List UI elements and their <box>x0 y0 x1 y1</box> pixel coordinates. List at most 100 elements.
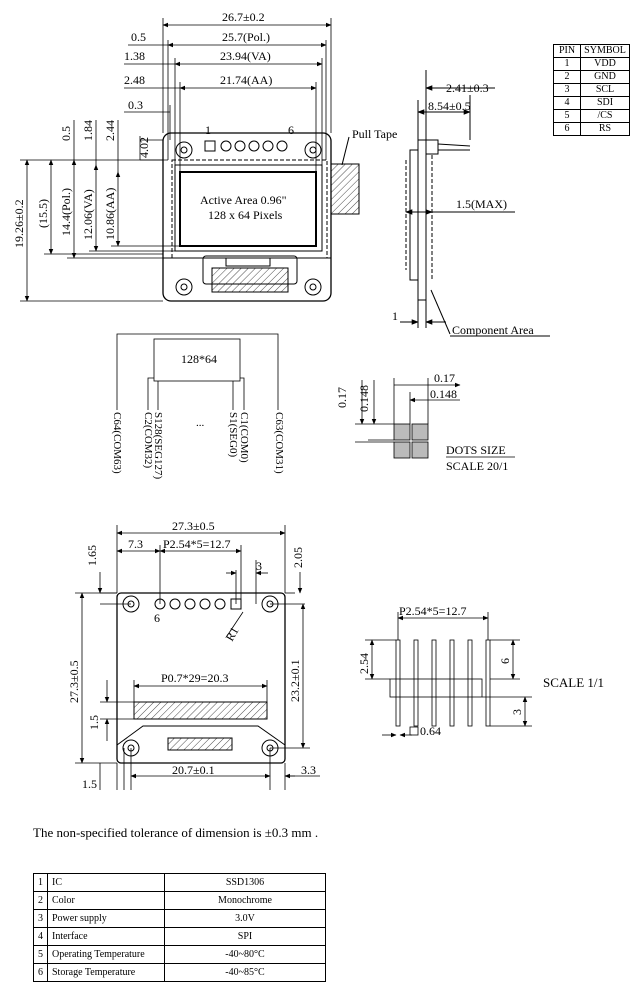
spec-key: IC <box>47 873 165 892</box>
spec-index: 4 <box>33 927 48 946</box>
side-view <box>400 70 550 337</box>
pin-number: 2 <box>553 70 581 84</box>
dim-0-5: 0.5 <box>131 30 146 44</box>
dim-1-5-max: 1.5(MAX) <box>456 197 507 211</box>
pin-pad <box>262 140 274 152</box>
pin-header: PIN <box>553 44 581 58</box>
spec-index: 6 <box>33 963 48 982</box>
pull-tape <box>330 163 360 215</box>
dot <box>393 423 411 441</box>
dim-total-height: 19.26±0.2 <box>12 199 26 248</box>
label-s128: S128(SEG127) <box>152 412 164 480</box>
top-module-outline <box>162 132 332 302</box>
dot <box>411 423 429 441</box>
spec-key: Storage Temperature <box>47 963 165 982</box>
dim-2-05: 2.05 <box>291 547 305 568</box>
bottom-pin6-label: 6 <box>154 611 160 625</box>
dim-side-1: 1 <box>392 309 398 323</box>
bottom-pcb-outline <box>116 592 286 764</box>
dim-bottom-height: 27.3±0.5 <box>67 660 81 703</box>
dim-bottom-pitch: P2.54*5=12.7 <box>163 537 230 551</box>
dim-pol-width: 25.7(Pol.) <box>222 30 270 44</box>
mount-hole-tl <box>175 141 193 159</box>
pin-symbol: VDD <box>580 57 630 71</box>
dim-v-1-84: 1.84 <box>81 120 95 141</box>
pin-symbol: RS <box>580 122 630 136</box>
dim-15-5: (15.5) <box>36 199 50 228</box>
dim-8-54: 8.54±0.5 <box>428 99 471 113</box>
label-c1: C1(COM0) <box>238 412 250 463</box>
dot <box>393 441 411 459</box>
spec-value: Monochrome <box>164 891 326 910</box>
pin-symbol: GND <box>580 70 630 84</box>
label-c64: C64(COM63) <box>111 412 123 474</box>
spec-value: SPI <box>164 927 326 946</box>
label-c63: C63(COM31) <box>273 412 285 474</box>
side-glass <box>409 149 419 281</box>
spec-index: 3 <box>33 909 48 928</box>
table-row: 5/CS <box>553 109 630 123</box>
label-s1: S1(SEG0) <box>227 412 239 458</box>
active-area-outline <box>179 171 317 247</box>
bottom-view <box>116 592 286 764</box>
pin-header-detail <box>365 612 532 738</box>
dim-fpc-pitch: P0.7*29=20.3 <box>161 671 228 685</box>
bottom-pin-pad <box>199 598 211 610</box>
bottom-dimensions <box>75 525 320 790</box>
top-view <box>162 132 360 302</box>
dim-dot-0-148-h: 0.148 <box>430 387 457 401</box>
label-c2: C2(COM32) <box>142 412 154 469</box>
dim-1-5-a: 1.5 <box>87 715 101 730</box>
pin-number: 5 <box>553 109 581 123</box>
dim-0-3: 0.3 <box>128 98 143 112</box>
dim-2-48: 2.48 <box>124 73 145 87</box>
dim-va-width: 23.94(VA) <box>220 49 271 63</box>
pull-tape-leader <box>341 136 350 166</box>
dim-1-65: 1.65 <box>85 545 99 566</box>
dim-1-38: 1.38 <box>124 49 145 63</box>
bottom-pin-pad <box>184 598 196 610</box>
active-area-label: Active Area 0.96" <box>200 193 287 207</box>
matrix-diagram <box>116 333 279 410</box>
label-ellipsis: ... <box>196 417 205 429</box>
pin-symbol: /CS <box>580 109 630 123</box>
dim-bottom-width: 27.3±0.5 <box>172 519 215 533</box>
fpc-hatch-bottom <box>167 737 233 751</box>
pixels-label: 128 x 64 Pixels <box>208 208 283 222</box>
radius-label: R1 <box>222 624 241 643</box>
dim-total-width: 26.7±0.2 <box>222 10 265 24</box>
pin-number: 6 <box>553 122 581 136</box>
spec-key: Color <box>47 891 165 910</box>
fpc-outline <box>116 725 286 746</box>
pull-tape-label: Pull Tape <box>352 127 397 141</box>
dim-20-7: 20.7±0.1 <box>172 763 215 777</box>
dim-pol-height: 14.4(Pol.) <box>59 188 73 236</box>
header-plastic <box>425 139 439 155</box>
dim-aa-height: 10.86(AA) <box>103 188 117 240</box>
top-dimensions <box>20 18 332 302</box>
pin-section-icon <box>409 726 419 736</box>
top-dim-labels: 26.7±0.2 25.7(Pol.) 23.94(VA) 21.74(AA) … <box>12 10 397 248</box>
pin-pad <box>248 140 260 152</box>
dim-v-0-5: 0.5 <box>59 126 73 141</box>
pin-header-labels: P2.54*5=12.7 2.54 6 3 0.64 SCALE 1/1 <box>357 604 604 738</box>
dim-aa-width: 21.74(AA) <box>220 73 272 87</box>
spec-index: 2 <box>33 891 48 910</box>
viewing-area-outline <box>174 164 323 252</box>
mount-hole-br <box>304 278 322 296</box>
bottom-pin-pad <box>169 598 181 610</box>
spec-value: -40~80°C <box>164 945 326 964</box>
dim-7-3: 7.3 <box>128 537 143 551</box>
dim-1-5-b: 1.5 <box>82 777 97 791</box>
spec-value: 3.0V <box>164 909 326 928</box>
